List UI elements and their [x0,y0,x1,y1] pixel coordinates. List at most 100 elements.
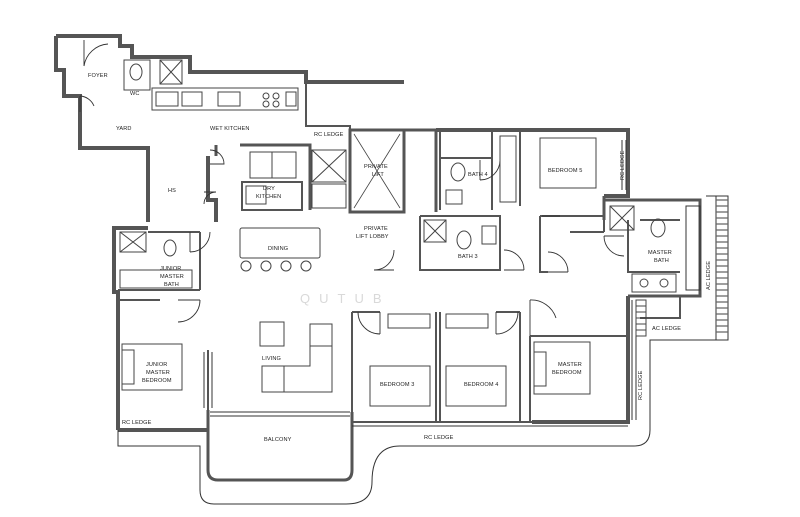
dishwasher-icon [181,91,203,107]
wall-top-right [436,128,630,198]
sink-icon [217,91,241,107]
wall-ac-ledge-bottom [628,295,681,319]
wall-master-bath-inner [627,219,680,273]
wall-lift-core [348,128,406,214]
watermark: QUTUB [300,291,391,306]
shower-icon [609,205,635,231]
label-master-bedroom-1: MASTER [558,362,582,368]
chair-icon [240,260,252,272]
wall-right-master [532,296,630,424]
label-balcony: BALCONY [264,437,292,443]
exterior-walls [54,34,702,482]
label-rc-ledge-vertical: RC LEDGE [638,370,644,400]
label-bedroom3: BEDROOM 3 [380,382,414,388]
toilet-icon [650,218,666,238]
window-living [203,352,213,408]
door-bedroom3 [357,311,381,335]
pillow-icon [582,137,597,189]
wardrobe-bedroom4 [445,313,489,329]
hob-burner-icon [262,100,270,108]
wall-bedroom5-bottom [539,215,605,273]
hob-burner-icon [272,92,280,100]
wall-left-jm [112,226,148,430]
bed-bedroom5 [539,137,597,189]
label-master-bedroom-2: BEDROOM [552,370,582,376]
wet-kitchen-counter [151,87,299,111]
shower-box [609,205,635,231]
label-master-bath-2: BATH [654,258,669,264]
wall-kitchen [214,143,312,210]
sofa-cushions [283,345,332,392]
label-jm-bedroom-1: JUNIOR [146,362,167,368]
door-bath3 [503,249,525,271]
label-dry-kitchen-2: KITCHEN [256,194,281,200]
washer-icon [159,59,183,85]
wall-left-service [54,36,150,222]
wall-bath3 [419,215,501,271]
label-rc-ledge-right: RC LEDGE [620,150,626,180]
label-master-bath-1: MASTER [648,250,672,256]
interior-walls [118,82,681,422]
toilet-icon [456,230,472,250]
label-bath3: BATH 3 [458,254,478,260]
door-bedroom4 [495,311,519,335]
dry-kitchen-island [249,151,297,179]
oven-icon [285,91,297,107]
shower-box [119,231,147,253]
private-lift-cross [353,133,401,209]
hob-burner-icon [262,92,270,100]
label-lift-lobby-1: PRIVATE [364,226,388,232]
vanity-jm [119,269,193,289]
dry-kitchen-sink [245,185,267,205]
toilet-icon [163,239,177,257]
washer-box [159,59,183,85]
door-hs [203,191,217,205]
wall-bath4 [439,130,493,210]
fixtures [119,59,677,407]
pillow-icon [534,351,547,387]
window-balcony [210,411,350,417]
window-master [631,300,637,420]
window-bedroom5 [621,140,627,190]
sink-icon [445,189,463,205]
label-ac-ledge-bottom: AC LEDGE [652,326,681,332]
basin-icon [639,278,649,288]
rc-ledge-outline [117,195,729,505]
label-dry-kitchen-1: DRY [263,186,275,192]
wall-hs-right [206,156,218,222]
wall-rc-ledge-top [305,82,351,145]
dining-table [239,227,321,259]
label-ac-ledge-side: AC LEDGE [706,261,712,290]
bed-master [533,341,591,395]
label-private-lift-1: PRIVATE [364,164,388,170]
door-kitchen [209,149,225,165]
label-foyer: FOYER [88,73,108,79]
pillow-icon [122,349,135,385]
lift-shaft-small [311,149,347,183]
door-master-bedroom [529,299,557,336]
hob-burner-icon [272,100,280,108]
chair-icon [300,260,312,272]
windows [203,140,637,427]
door-entrance [83,40,109,67]
door-bedroom5 [547,251,569,273]
wardrobe-bedroom3 [387,313,431,329]
master-vanity [631,273,677,293]
label-jm-bedroom-2: MASTER [146,370,170,376]
label-private-lift-2: LIFT [372,172,384,178]
chair-icon [280,260,292,272]
door-jm-bedroom [177,299,201,323]
door-foyer [79,95,95,112]
label-bath4: BATH 4 [468,172,488,178]
label-bedroom5: BEDROOM 5 [548,168,582,174]
fridge-icon [155,91,179,107]
sofa-l-shape [261,323,333,393]
label-wet-kitchen: WET KITCHEN [210,126,250,132]
doors [79,40,625,336]
label-rc-ledge-left: RC LEDGE [122,420,152,426]
closet-master-lines [636,305,646,331]
label-lift-lobby-2: LIFT LOBBY [356,234,389,240]
wall-top-service [56,34,404,84]
wardrobe-bath4 [499,135,517,203]
